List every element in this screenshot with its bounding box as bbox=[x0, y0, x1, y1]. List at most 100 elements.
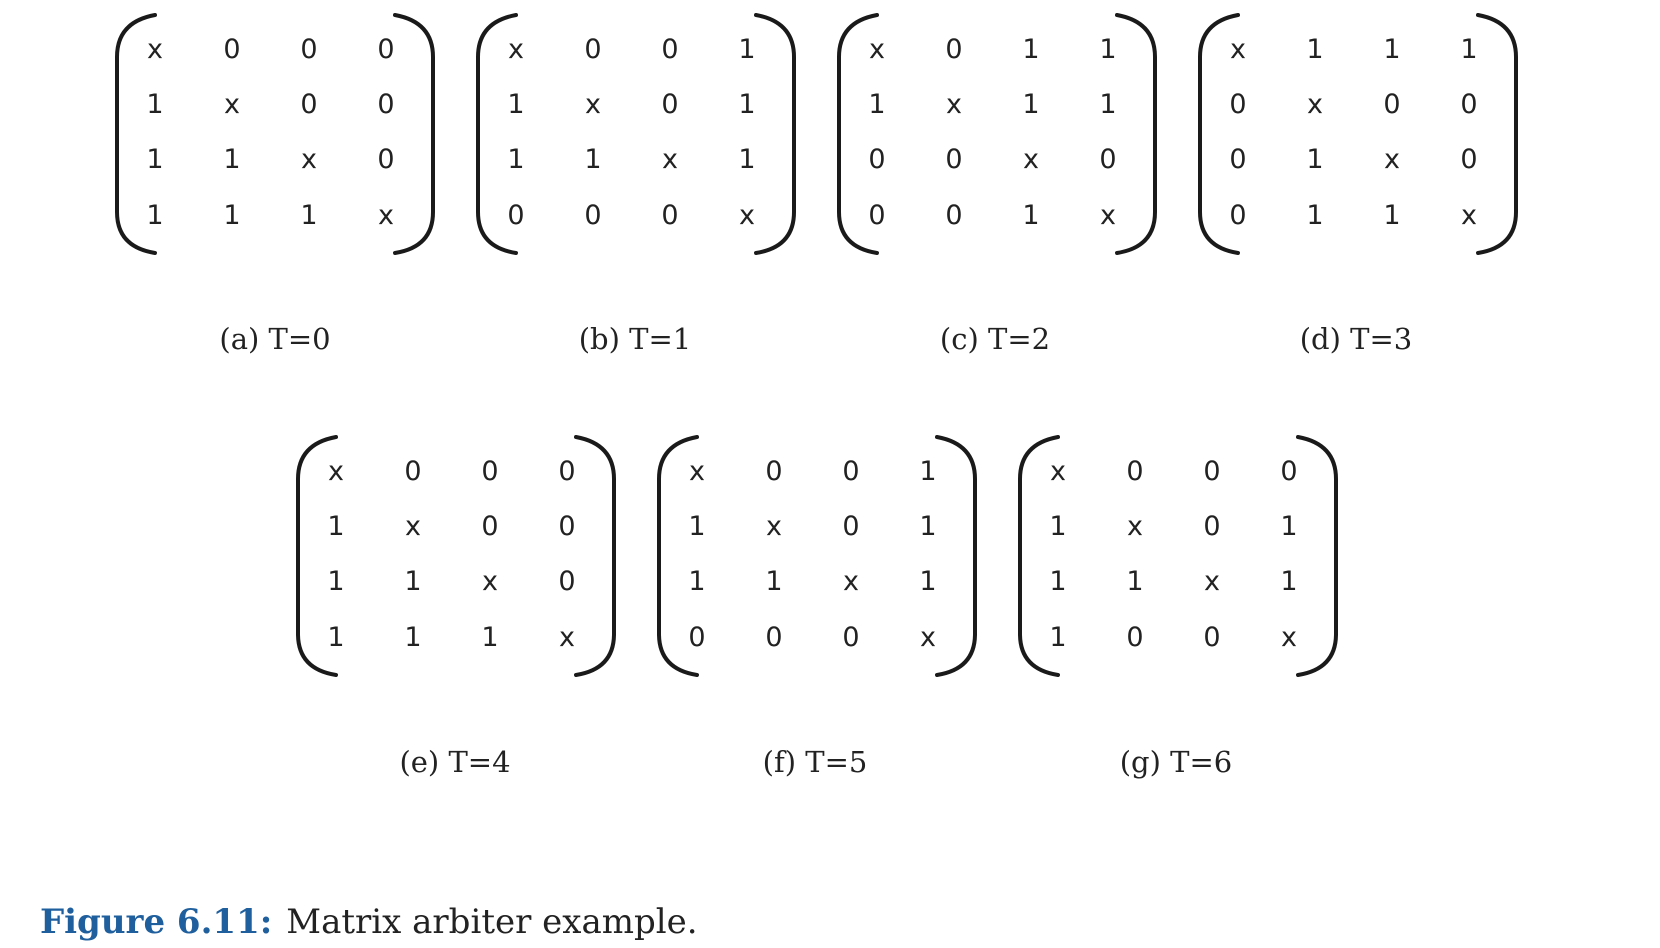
matrix-cell: 1 bbox=[1049, 622, 1067, 653]
matrix-cell: x bbox=[1384, 144, 1400, 175]
matrix-cell: x bbox=[843, 566, 859, 597]
figure-caption-label: Figure 6.11: bbox=[40, 902, 273, 942]
matrix-cell: x bbox=[1307, 89, 1323, 120]
matrix-cell: x bbox=[508, 34, 524, 65]
matrix-cell: 0 bbox=[1280, 456, 1298, 487]
matrix-cell: 1 bbox=[1460, 34, 1478, 65]
matrix-cell: 1 bbox=[1383, 200, 1401, 231]
matrix-cell: 1 bbox=[738, 144, 756, 175]
matrix-cell: x bbox=[1461, 200, 1477, 231]
matrix-cell: 0 bbox=[1126, 456, 1144, 487]
matrix-cell: 0 bbox=[1126, 622, 1144, 653]
matrix-cell: x bbox=[405, 511, 421, 542]
matrix-cell: 0 bbox=[1383, 89, 1401, 120]
matrix-cell: x bbox=[1127, 511, 1143, 542]
matrix-brackets bbox=[115, 13, 435, 255]
matrix-cell: 1 bbox=[1049, 511, 1067, 542]
matrix-cell: 1 bbox=[146, 200, 164, 231]
matrix-cell: 1 bbox=[1022, 200, 1040, 231]
left-bracket bbox=[115, 13, 157, 255]
matrix-cell: 1 bbox=[327, 622, 345, 653]
subfigure-label: (e) T=4 bbox=[399, 745, 511, 779]
matrix-cell: 1 bbox=[327, 566, 345, 597]
matrix-cell: 0 bbox=[661, 89, 679, 120]
figure-caption: Figure 6.11: Matrix arbiter example. bbox=[40, 902, 698, 942]
matrix-cell: x bbox=[766, 511, 782, 542]
matrix-brackets bbox=[1198, 13, 1518, 255]
matrix-cell: x bbox=[662, 144, 678, 175]
right-bracket bbox=[1476, 13, 1518, 255]
matrix-cell: 1 bbox=[1306, 200, 1324, 231]
matrix-cell: 0 bbox=[868, 144, 886, 175]
subfigure-label: (f) T=5 bbox=[762, 745, 868, 779]
matrix-cell: 0 bbox=[377, 34, 395, 65]
matrix-cell: 0 bbox=[300, 34, 318, 65]
matrix-cell: 1 bbox=[765, 566, 783, 597]
figure-caption-text: Matrix arbiter example. bbox=[286, 902, 698, 942]
matrix-cell: 0 bbox=[945, 34, 963, 65]
matrix-cell: 0 bbox=[1203, 622, 1221, 653]
matrix-cell: 1 bbox=[584, 144, 602, 175]
matrix-cell: 1 bbox=[919, 456, 937, 487]
matrix-cell: 0 bbox=[1229, 89, 1247, 120]
matrix-cell: 0 bbox=[481, 456, 499, 487]
left-bracket bbox=[296, 435, 338, 677]
left-bracket bbox=[657, 435, 699, 677]
matrix-cell: 1 bbox=[688, 566, 706, 597]
matrix-cell: 0 bbox=[765, 456, 783, 487]
right-bracket bbox=[754, 13, 796, 255]
matrix-cell: x bbox=[869, 34, 885, 65]
matrix-cell: 0 bbox=[842, 511, 860, 542]
matrix-cell: 1 bbox=[1126, 566, 1144, 597]
matrix-cell: 1 bbox=[1022, 34, 1040, 65]
matrix-cell: 1 bbox=[1306, 34, 1324, 65]
subfigure-label: (g) T=6 bbox=[1119, 745, 1233, 779]
matrix-cell: x bbox=[946, 89, 962, 120]
right-bracket bbox=[393, 13, 435, 255]
matrix-brackets bbox=[657, 435, 977, 677]
left-bracket bbox=[1198, 13, 1240, 255]
matrix-cell: 1 bbox=[919, 566, 937, 597]
matrix-cell: x bbox=[1050, 456, 1066, 487]
matrix-cell: 0 bbox=[1099, 144, 1117, 175]
matrix-brackets bbox=[837, 13, 1157, 255]
left-bracket bbox=[837, 13, 879, 255]
matrix-cell: 0 bbox=[584, 200, 602, 231]
matrix-cell: 0 bbox=[404, 456, 422, 487]
matrix-cell: x bbox=[224, 89, 240, 120]
matrix-cell: 0 bbox=[584, 34, 602, 65]
matrix-cell: 1 bbox=[404, 622, 422, 653]
matrix-cell: 1 bbox=[300, 200, 318, 231]
matrix-cell: 1 bbox=[1022, 89, 1040, 120]
matrix-cell: x bbox=[559, 622, 575, 653]
matrix-cell: 0 bbox=[688, 622, 706, 653]
matrix-cell: 1 bbox=[223, 144, 241, 175]
matrix-cell: 0 bbox=[1460, 89, 1478, 120]
matrix-cell: 1 bbox=[1049, 566, 1067, 597]
matrix-cell: 0 bbox=[661, 34, 679, 65]
matrix-cell: x bbox=[328, 456, 344, 487]
matrix-cell: 0 bbox=[842, 622, 860, 653]
matrix-cell: x bbox=[1023, 144, 1039, 175]
matrix-cell: 1 bbox=[1306, 144, 1324, 175]
matrix-cell: x bbox=[147, 34, 163, 65]
matrix-cell: 1 bbox=[738, 34, 756, 65]
matrix-cell: 0 bbox=[1203, 511, 1221, 542]
matrix-cell: 0 bbox=[558, 566, 576, 597]
matrix-cell: 1 bbox=[1280, 566, 1298, 597]
subfigure-label: (d) T=3 bbox=[1299, 322, 1413, 356]
matrix-cell: 1 bbox=[404, 566, 422, 597]
matrix-cell: x bbox=[482, 566, 498, 597]
matrix-cell: x bbox=[920, 622, 936, 653]
matrix-cell: 1 bbox=[146, 144, 164, 175]
matrix-cell: 0 bbox=[1203, 456, 1221, 487]
matrix-cell: 0 bbox=[481, 511, 499, 542]
matrix-cell: x bbox=[1204, 566, 1220, 597]
